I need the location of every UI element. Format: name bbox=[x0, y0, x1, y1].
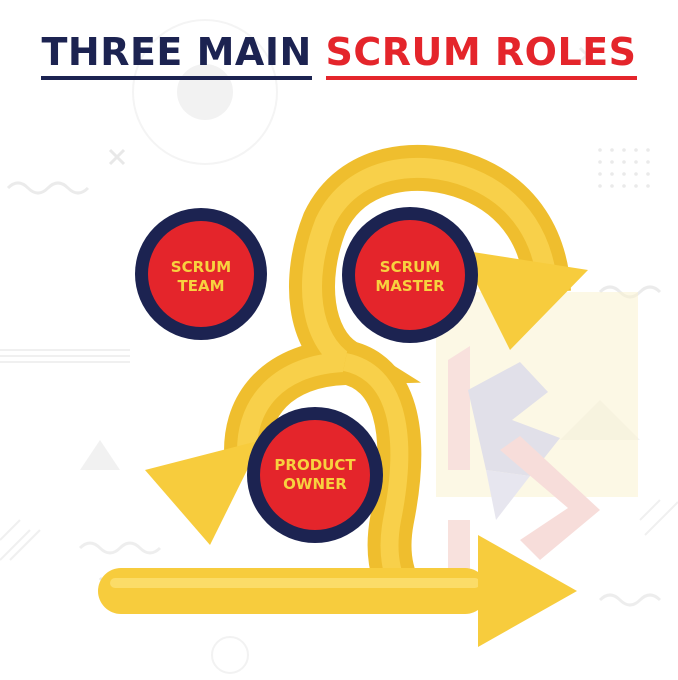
role-scrum-team: SCRUM TEAM bbox=[135, 208, 267, 340]
page-title: THREE MAIN SCRUM ROLES bbox=[0, 30, 678, 80]
logo-watermark bbox=[436, 292, 638, 600]
arrow-shaft-bottom bbox=[98, 568, 488, 614]
role-fill bbox=[355, 220, 465, 330]
role-scrum-master: SCRUM MASTER bbox=[342, 207, 478, 343]
scrum-arrow bbox=[98, 144, 588, 647]
arrow-head-bottom bbox=[478, 535, 577, 647]
title-part-2: SCRUM ROLES bbox=[325, 30, 637, 80]
arrow-head-left bbox=[145, 440, 262, 545]
role-label-line2: MASTER bbox=[375, 277, 445, 295]
arrow-head-top bbox=[460, 250, 588, 350]
title-part-1: THREE MAIN bbox=[41, 30, 312, 80]
role-label-line1: SCRUM bbox=[171, 258, 231, 276]
role-label-line2: TEAM bbox=[177, 277, 224, 295]
role-label-line1: SCRUM bbox=[380, 258, 440, 276]
role-product-owner: PRODUCT OWNER bbox=[247, 407, 383, 543]
role-fill bbox=[148, 221, 254, 327]
role-label-line1: PRODUCT bbox=[274, 456, 356, 474]
role-label-line2: OWNER bbox=[283, 475, 347, 493]
role-fill bbox=[260, 420, 370, 530]
